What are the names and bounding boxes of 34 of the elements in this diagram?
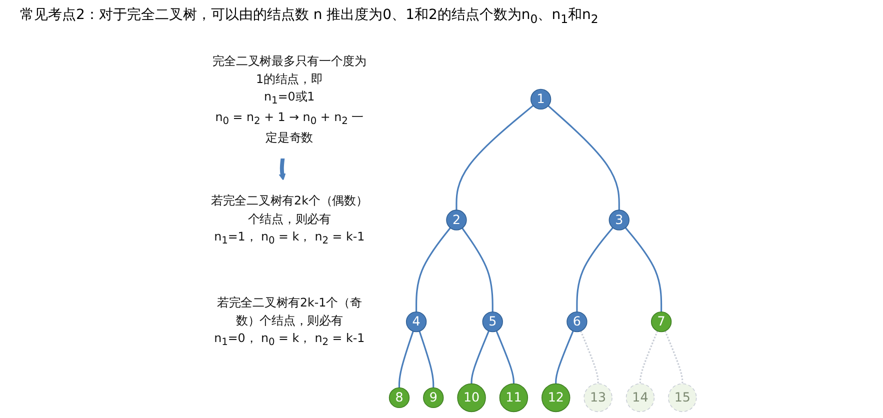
connector — [418, 330, 434, 388]
connector — [456, 104, 534, 210]
node-circle: 12 — [542, 383, 570, 412]
node-circle: 2 — [446, 210, 467, 230]
node-circle: 5 — [482, 311, 503, 332]
connector — [624, 227, 662, 312]
connector — [470, 330, 490, 384]
node-circle: 3 — [608, 210, 630, 230]
node-circle: 9 — [423, 387, 444, 408]
node-circle: 4 — [406, 311, 427, 332]
slide-title: 常见考点2：对于完全二叉树，可以由的结点数 n 推出度为0、1和2的结点个数为n$_{0}$、n$_{1}$和n$_{2}$ — [19, 6, 600, 28]
node-text: 若完全二叉树有2k-1个（奇数）个结点，则必有 n$_{1}$=0， n$_{0}$ = k， n$_{2}$ = k-1 — [214, 295, 365, 348]
node-circle: 10 — [457, 383, 486, 412]
node-text: 若完全二叉树有2k个（偶数）个结点，则必有 n$_{1}$=1， n$_{0}$ = k， n$_{2}$ = k-1 — [211, 194, 368, 246]
connector — [580, 330, 599, 384]
connector — [548, 105, 620, 210]
node-circle: 13 — [584, 383, 612, 412]
connector — [555, 330, 574, 384]
node-circle: 11 — [499, 383, 528, 412]
node-circle: 7 — [650, 311, 672, 332]
connector — [398, 330, 414, 388]
node-circle: 6 — [566, 311, 588, 332]
connector — [576, 227, 614, 312]
node-circle: 14 — [626, 383, 655, 412]
connector — [639, 330, 658, 384]
arrow — [278, 158, 286, 181]
connector — [664, 330, 684, 384]
node-circle: 15 — [668, 383, 697, 412]
node-text: 完全二叉树最多只有一个度为1的结点，即 n$_{1}$=0或1 n$_{0}$ = n$_{2}$ + 1 → n$_{0}$ + n$_{2}$ 一定是奇数 — [212, 54, 366, 144]
connector — [496, 330, 514, 384]
connector — [416, 227, 451, 312]
node-circle: 1 — [530, 88, 552, 110]
node-circle: 8 — [388, 387, 410, 408]
connector — [462, 228, 494, 312]
